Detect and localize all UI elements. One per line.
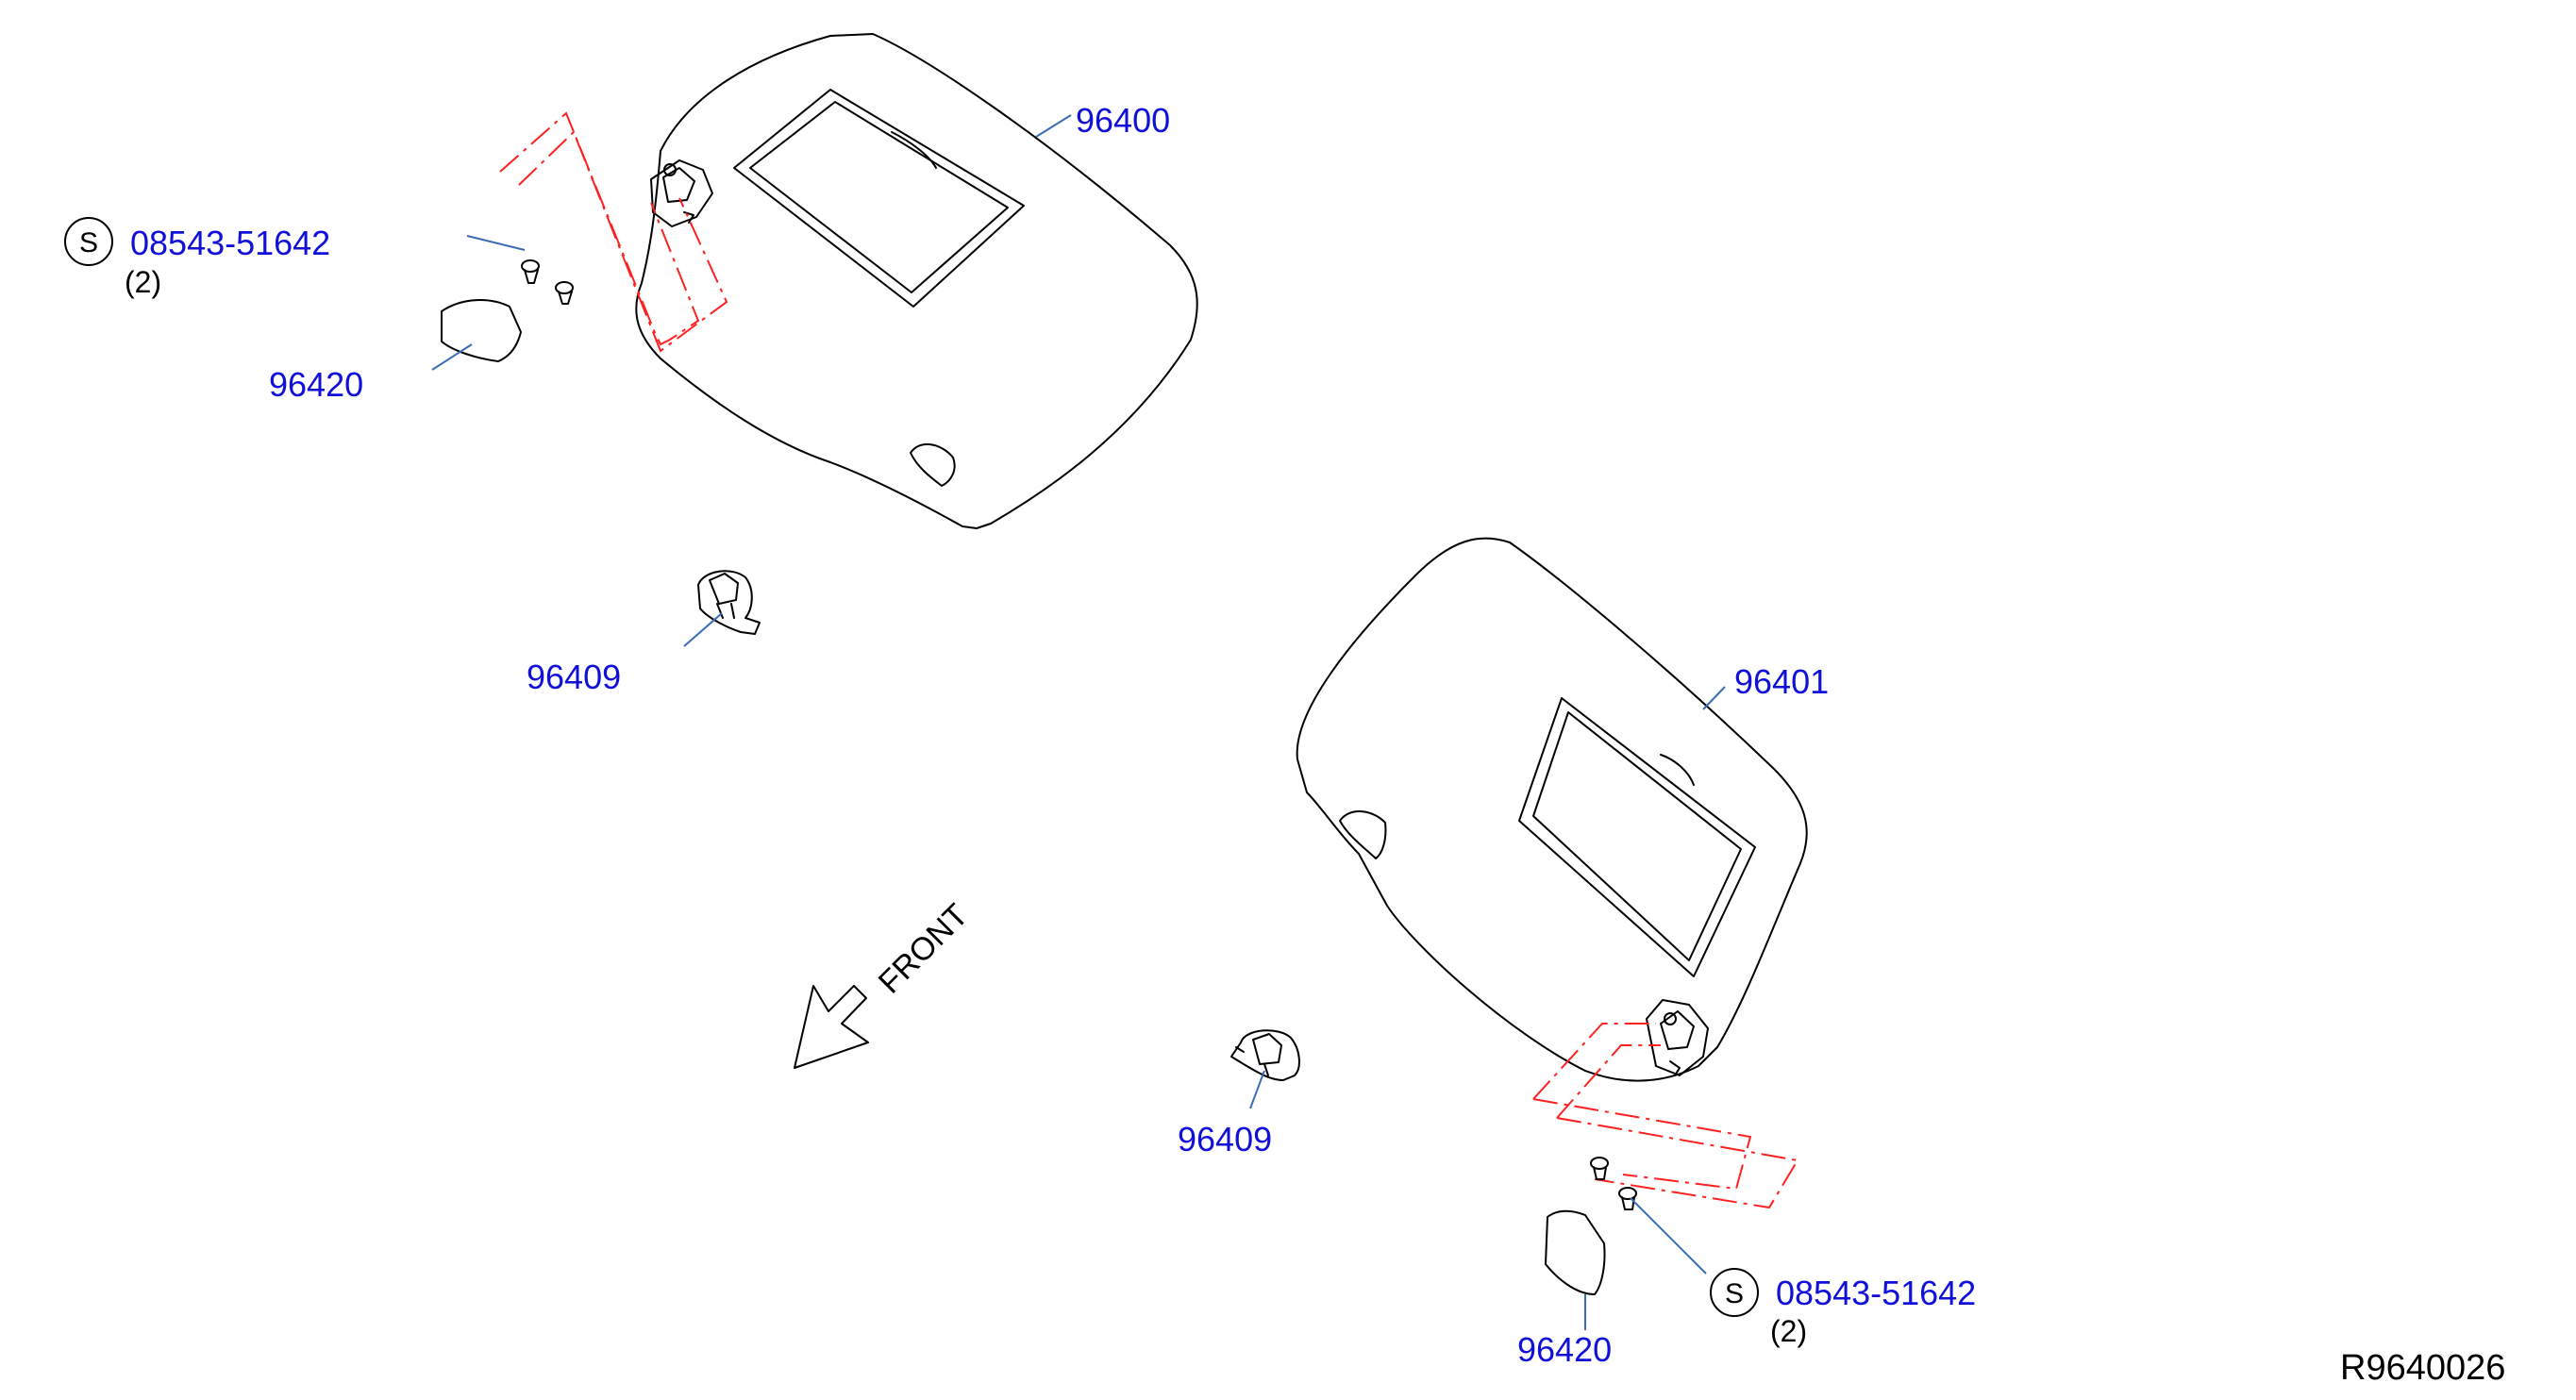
- screw-callout-right[interactable]: S 08543-51642 (2): [1710, 1268, 1976, 1348]
- screw-right-1[interactable]: [1590, 1157, 1609, 1180]
- sun-visor-right-body[interactable]: [1296, 537, 1808, 1082]
- pivot-cover-left[interactable]: [441, 299, 522, 362]
- label-96420-left[interactable]: 96420: [269, 365, 363, 404]
- mirror-cover-tab-right: [1660, 754, 1695, 786]
- visor-pivot-hinge-left: [650, 159, 713, 227]
- quantity-left: (2): [125, 265, 161, 299]
- screw-left-1[interactable]: [521, 259, 540, 284]
- vanity-mirror-right-inner: [1532, 711, 1742, 961]
- quantity-right: (2): [1770, 1314, 1807, 1348]
- screw-callout-left[interactable]: S 08543-51642 (2): [64, 217, 330, 299]
- label-08543-51642-right[interactable]: 08543-51642: [1776, 1274, 1976, 1312]
- vanity-mirror-left-inner: [749, 101, 1009, 293]
- label-96409-left[interactable]: 96409: [527, 658, 621, 696]
- diagram-reference-code: R9640026: [2340, 1348, 2505, 1388]
- screw-right-2[interactable]: [1618, 1187, 1637, 1210]
- vanity-mirror-left: [733, 89, 1025, 308]
- standard-part-letter-right: S: [1725, 1278, 1744, 1309]
- visor-pivot-hinge-right: [1646, 999, 1709, 1076]
- phantom-line-right: [1532, 1023, 1799, 1209]
- visor-holder-left[interactable]: [697, 570, 761, 635]
- standard-part-mark-left: [64, 217, 113, 266]
- label-96420-right[interactable]: 96420: [1517, 1330, 1612, 1369]
- screw-left-2[interactable]: [555, 281, 574, 305]
- front-direction-indicator: FRONT: [794, 897, 976, 1069]
- label-96409-right[interactable]: 96409: [1178, 1120, 1272, 1158]
- front-arrow-icon: [794, 985, 869, 1069]
- front-label: FRONT: [872, 897, 976, 1001]
- sun-visor-left[interactable]: [635, 33, 1198, 529]
- pivot-cover-right[interactable]: [1545, 1209, 1606, 1295]
- leader-lines: [431, 114, 1726, 1330]
- visor-notch-right: [1339, 810, 1387, 859]
- phantom-line-left: [499, 111, 728, 353]
- sun-visor-left-body[interactable]: [635, 33, 1198, 529]
- label-96400[interactable]: 96400: [1076, 101, 1170, 140]
- standard-part-mark-right: [1710, 1268, 1759, 1317]
- visor-notch-left: [910, 443, 956, 487]
- label-08543-51642-left[interactable]: 08543-51642: [130, 224, 330, 262]
- standard-part-letter-left: S: [79, 227, 98, 258]
- label-96401[interactable]: 96401: [1734, 662, 1829, 701]
- mirror-cover-tab-left: [891, 131, 937, 169]
- visor-holder-right[interactable]: [1230, 1029, 1300, 1081]
- sun-visor-right[interactable]: [1296, 537, 1808, 1082]
- vanity-mirror-right: [1518, 697, 1756, 977]
